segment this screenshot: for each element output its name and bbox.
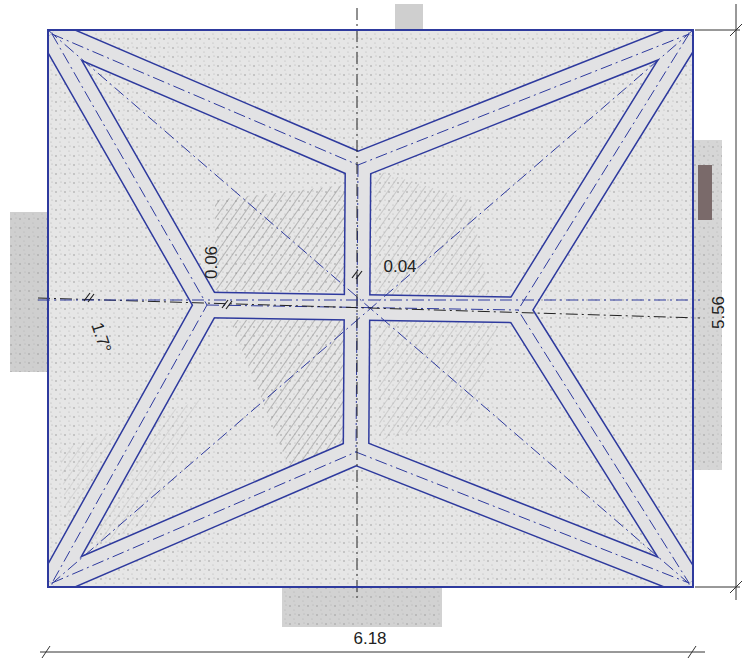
vault-outline (48, 30, 693, 587)
dimension-label: 5.56 (711, 295, 728, 328)
axis-lines (38, 8, 700, 600)
measure-label: 0.04 (383, 258, 416, 275)
dimension-lines (40, 4, 742, 658)
point-cloud (10, 4, 722, 627)
measure-label: 0.06 (204, 245, 221, 278)
tick-marks (84, 270, 362, 309)
dimension-label: 6.18 (353, 630, 386, 647)
